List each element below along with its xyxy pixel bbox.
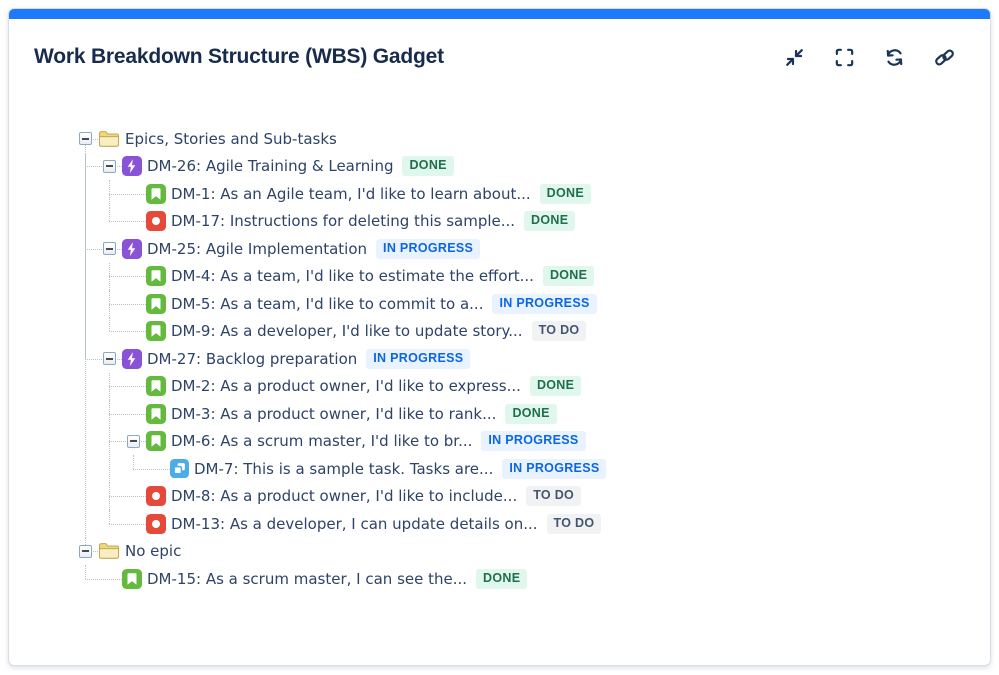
status-badge: IN PROGRESS [376,238,481,259]
bug-issue-type-icon [146,486,166,507]
story-issue-type-icon [146,403,166,424]
gadget-toolbar [783,46,956,69]
tree-row: DM-4: As a team, I'd like to estimate th… [127,263,990,291]
folder-icon [98,542,120,560]
tree-row: No epic [79,538,990,566]
status-badge: DONE [476,568,528,589]
tree-node: DM-13: As a developer, I can update deta… [109,510,990,538]
collapse-icon[interactable] [783,46,806,69]
tree-row: DM-13: As a developer, I can update deta… [127,510,990,538]
tree-item-label[interactable]: DM-13: As a developer, I can update deta… [171,514,538,533]
collapse-toggle[interactable] [103,159,116,173]
tree-row: DM-1: As an Agile team, I'd like to lear… [127,180,990,208]
story-issue-type-icon [122,568,142,589]
gadget-header: Work Breakdown Structure (WBS) Gadget [9,19,990,69]
collapse-toggle[interactable] [103,242,116,256]
tree-item-label[interactable]: DM-7: This is a sample task. Tasks are..… [194,459,494,478]
tree-item-label[interactable]: DM-6: As a scrum master, I'd like to br.… [171,432,473,451]
collapse-toggle[interactable] [79,132,92,146]
tree-node: DM-3: As a product owner, I'd like to ra… [109,400,990,428]
tree-row: DM-6: As a scrum master, I'd like to br.… [127,428,990,456]
tree-node: DM-4: As a team, I'd like to estimate th… [109,262,990,291]
epic-issue-type-icon [122,156,142,177]
folder-icon [98,130,120,148]
gadget-accent-bar [9,9,990,19]
tree-row: DM-26: Agile Training & Learning DONE [103,153,990,181]
tree-row: DM-27: Backlog preparation IN PROGRESS [103,345,990,373]
gadget-title: Work Breakdown Structure (WBS) Gadget [34,45,444,68]
tree-node: DM-5: As a team, I'd like to commit to a… [109,290,990,318]
collapse-toggle[interactable] [103,352,116,366]
tree-row: DM-15: As a scrum master, I can see the.… [103,565,990,593]
tree-item-label[interactable]: DM-5: As a team, I'd like to commit to a… [171,294,484,313]
epic-issue-type-icon [122,238,142,259]
status-badge: DONE [539,183,591,204]
tree-item-label[interactable]: DM-1: As an Agile team, I'd like to lear… [171,184,531,203]
tree-node: DM-6: As a scrum master, I'd like to br.… [109,427,990,483]
tree-item-label[interactable]: DM-4: As a team, I'd like to estimate th… [171,267,534,286]
wbs-gadget-card: Work Breakdown Structure (WBS) Gadget [8,8,991,666]
tree-row: DM-9: As a developer, I'd like to update… [127,318,990,346]
tree-item-label[interactable]: DM-15: As a scrum master, I can see the.… [147,569,468,588]
tree-item-label[interactable]: Epics, Stories and Sub-tasks [125,129,337,148]
tree-row: DM-17: Instructions for deleting this sa… [127,208,990,236]
tree-row: DM-5: As a team, I'd like to commit to a… [127,290,990,318]
status-badge: DONE [402,156,454,177]
status-badge: IN PROGRESS [502,458,607,479]
tree-node: DM-1: As an Agile team, I'd like to lear… [109,180,990,208]
tree-node: DM-7: This is a sample task. Tasks are..… [133,455,990,483]
tree-item-label[interactable]: DM-3: As a product owner, I'd like to ra… [171,404,497,423]
tree-item-label[interactable]: DM-8: As a product owner, I'd like to in… [171,487,518,506]
tree-item-label[interactable]: DM-2: As a product owner, I'd like to ex… [171,377,521,396]
refresh-icon[interactable] [883,46,906,69]
bug-issue-type-icon [146,513,166,534]
story-issue-type-icon [146,431,166,452]
epic-issue-type-icon [122,348,142,369]
status-badge: TO DO [531,321,587,342]
story-issue-type-icon [146,266,166,287]
tree-row: DM-2: As a product owner, I'd like to ex… [127,373,990,401]
status-badge: IN PROGRESS [366,348,471,369]
tree-item-label[interactable]: DM-17: Instructions for deleting this sa… [171,212,516,231]
status-badge: DONE [529,376,582,397]
story-issue-type-icon [146,293,166,314]
collapse-toggle[interactable] [79,544,92,558]
tree-row: DM-7: This is a sample task. Tasks are..… [151,455,990,483]
status-badge: TO DO [526,486,582,507]
tree-item-label[interactable]: No epic [125,542,182,561]
tree-row: DM-8: As a product owner, I'd like to in… [127,483,990,511]
tree-row: DM-25: Agile Implementation IN PROGRESS [103,235,990,263]
story-issue-type-icon [146,321,166,342]
tree-node: DM-2: As a product owner, I'd like to ex… [109,372,990,401]
subtask-issue-type-icon [170,459,189,479]
tree-node: DM-17: Instructions for deleting this sa… [109,207,990,236]
tree-item-label[interactable]: DM-9: As a developer, I'd like to update… [171,322,523,341]
status-badge: DONE [505,403,557,424]
bug-issue-type-icon [146,211,166,232]
tree-node: DM-8: As a product owner, I'd like to in… [109,482,990,511]
collapse-toggle[interactable] [127,434,140,448]
status-badge: DONE [524,211,576,232]
status-badge: TO DO [546,513,602,534]
tree-item-label[interactable]: DM-25: Agile Implementation [147,239,368,258]
fullscreen-icon[interactable] [833,46,856,69]
tree-node: DM-15: As a scrum master, I can see the.… [85,565,990,593]
link-icon[interactable] [933,46,956,69]
status-badge: DONE [542,266,595,287]
tree-row: DM-3: As a product owner, I'd like to ra… [127,400,990,428]
tree-item-label[interactable]: DM-26: Agile Training & Learning [147,157,394,176]
tree-item-label[interactable]: DM-27: Backlog preparation [147,349,358,368]
status-badge: IN PROGRESS [492,293,597,314]
story-issue-type-icon [146,183,166,204]
tree-row: Epics, Stories and Sub-tasks [79,125,990,153]
tree-node: DM-9: As a developer, I'd like to update… [109,317,990,346]
status-badge: IN PROGRESS [481,431,586,452]
story-issue-type-icon [146,376,166,397]
